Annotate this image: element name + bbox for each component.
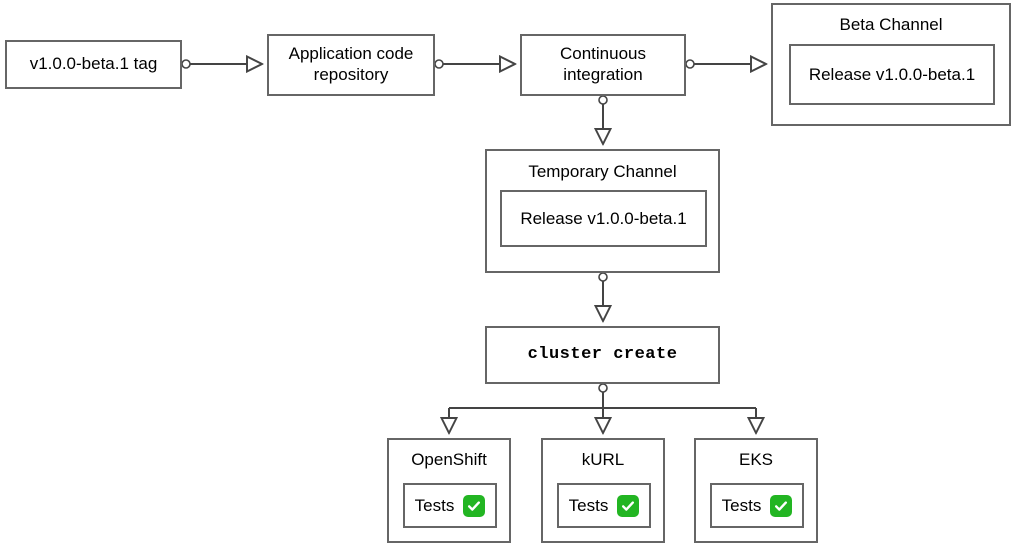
- node-temporary-channel-release[interactable]: Release v1.0.0-beta.1: [500, 190, 707, 247]
- node-kurl-title: kURL: [581, 450, 625, 469]
- edge-temporary-channel-to-cluster-create: [599, 272, 607, 321]
- node-tag[interactable]: v1.0.0-beta.1 tag: [5, 40, 182, 89]
- node-beta-channel[interactable]: Beta Channel Release v1.0.0-beta.1: [771, 3, 1011, 126]
- node-kurl[interactable]: kURL Tests: [541, 438, 665, 543]
- node-application-code-repository-label: Application code repository: [288, 44, 414, 84]
- green-check-icon: [770, 494, 793, 517]
- edge-repo-to-ci: [434, 60, 515, 68]
- node-cluster-create[interactable]: cluster create: [485, 326, 720, 384]
- node-kurl-tests[interactable]: Tests: [557, 483, 651, 528]
- node-openshift-title: OpenShift: [411, 450, 487, 469]
- green-check-icon: [617, 494, 640, 517]
- node-openshift-tests-label: Tests: [414, 495, 455, 515]
- node-tag-label: v1.0.0-beta.1 tag: [29, 54, 158, 74]
- green-check-icon: [463, 494, 486, 517]
- edge-tag-to-repo: [181, 60, 262, 68]
- node-openshift-tests[interactable]: Tests: [403, 483, 497, 528]
- node-continuous-integration[interactable]: Continuous integration: [520, 34, 686, 96]
- node-temporary-channel[interactable]: Temporary Channel Release v1.0.0-beta.1: [485, 149, 720, 273]
- node-beta-channel-release[interactable]: Release v1.0.0-beta.1: [789, 44, 995, 105]
- edge-cluster-create-to-platforms: [449, 383, 756, 433]
- node-cluster-create-label: cluster create: [527, 344, 678, 364]
- node-temporary-channel-title: Temporary Channel: [528, 162, 677, 181]
- node-eks-title: EKS: [738, 450, 774, 469]
- node-beta-channel-release-label: Release v1.0.0-beta.1: [808, 64, 976, 84]
- node-beta-channel-title: Beta Channel: [839, 15, 943, 34]
- node-application-code-repository[interactable]: Application code repository: [267, 34, 435, 96]
- node-eks-tests-label: Tests: [721, 495, 762, 515]
- node-eks-tests[interactable]: Tests: [710, 483, 804, 528]
- node-kurl-tests-label: Tests: [568, 495, 609, 515]
- node-openshift[interactable]: OpenShift Tests: [387, 438, 511, 543]
- node-temporary-channel-release-label: Release v1.0.0-beta.1: [520, 208, 687, 228]
- edge-ci-to-beta-channel: [685, 60, 766, 68]
- node-eks[interactable]: EKS Tests: [694, 438, 818, 543]
- node-continuous-integration-label: Continuous integration: [559, 44, 646, 84]
- edge-ci-to-temporary-channel: [599, 95, 607, 144]
